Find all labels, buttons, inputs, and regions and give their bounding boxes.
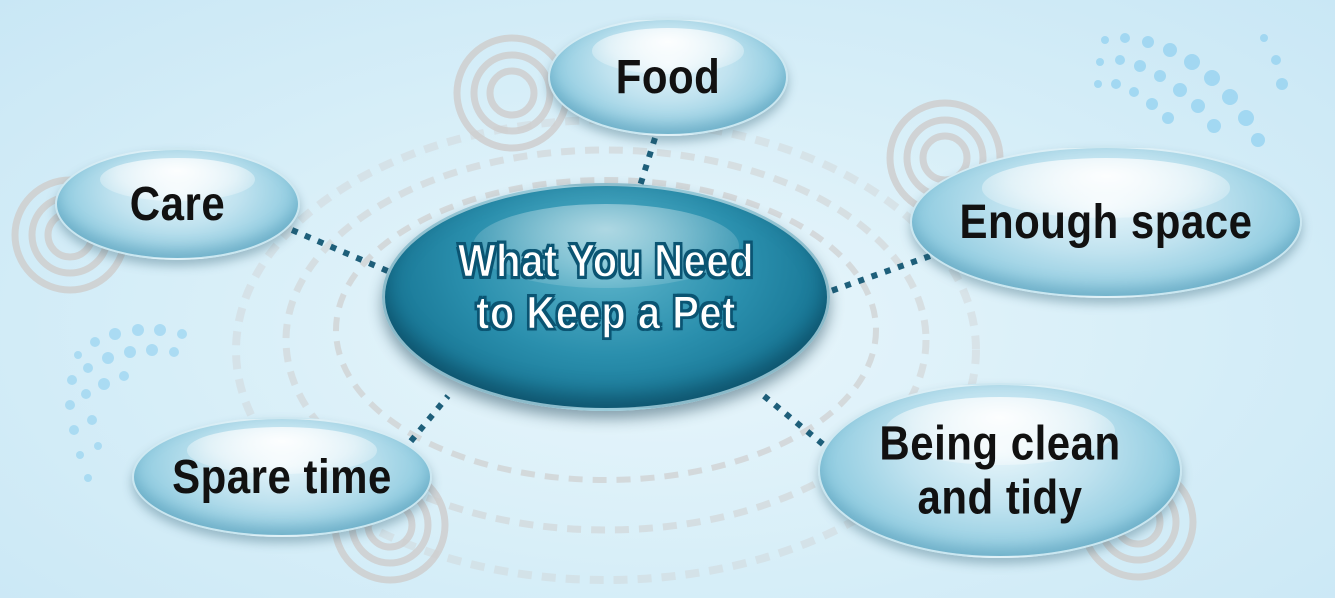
connector-care (290, 227, 392, 275)
node-being-clean: Being clean and tidy (818, 383, 1182, 558)
central-topic-bubble: What You Need to Keep a Pet (382, 183, 830, 411)
central-topic-title: What You Need to Keep a Pet (457, 236, 755, 339)
node-spare-time-label: Spare time (172, 449, 392, 505)
dot-cluster-left (65, 324, 187, 482)
connector-space (827, 253, 931, 295)
node-enough-space: Enough space (910, 146, 1302, 298)
node-food: Food (548, 18, 788, 136)
connector-food (637, 137, 658, 187)
connector-spare (399, 394, 451, 454)
connectors (290, 137, 931, 454)
node-being-clean-label: Being clean and tidy (879, 416, 1121, 525)
node-care: Care (55, 148, 300, 260)
node-spare-time: Spare time (132, 417, 432, 537)
dot-cluster-top-right (1094, 33, 1288, 147)
node-care-label: Care (129, 176, 226, 232)
node-food-label: Food (615, 49, 721, 105)
connector-clean (762, 393, 832, 453)
ring-decoration-food (453, 34, 571, 152)
radial-dash-pattern (232, 116, 980, 584)
node-enough-space-label: Enough space (959, 194, 1253, 250)
